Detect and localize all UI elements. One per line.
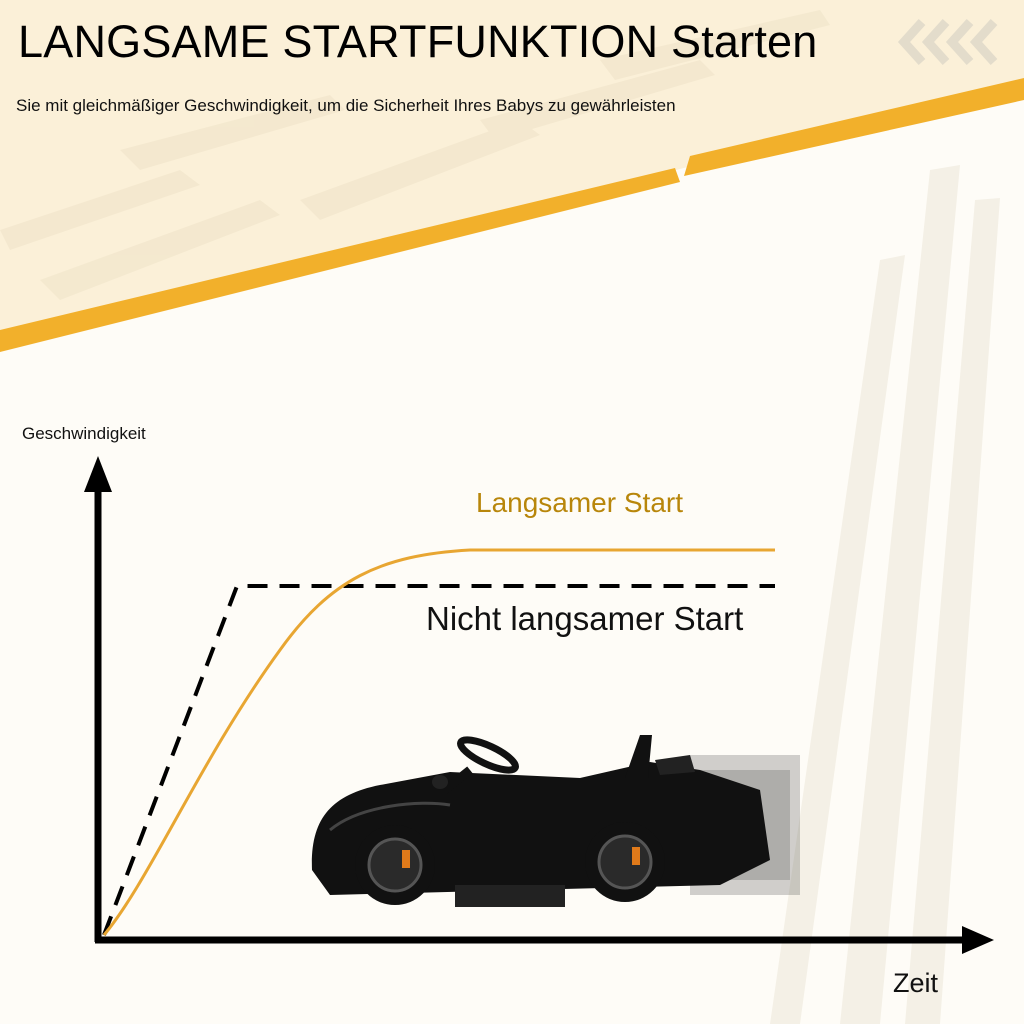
- side-mirror: [432, 775, 448, 789]
- chevron-left-icon: [897, 18, 998, 66]
- y-axis-label: Geschwindigkeit: [22, 424, 146, 443]
- curve-langsamer-start: [102, 548, 775, 936]
- accent-stripe-right: [684, 78, 1024, 176]
- accent-stripe: [0, 168, 680, 352]
- tire-track-pattern-right: [770, 165, 1000, 1024]
- steering-wheel: [457, 736, 519, 774]
- page-title: LANGSAME STARTFUNKTION Starten: [18, 16, 818, 67]
- y-axis-arrowhead: [84, 456, 112, 492]
- slow-start-label: Langsamer Start: [476, 487, 683, 518]
- car-highlight: [329, 801, 451, 832]
- page-subtitle: Sie mit gleichmäßiger Geschwindigkeit, u…: [16, 96, 676, 115]
- car-seat-back: [625, 735, 652, 778]
- x-axis-label: Zeit: [893, 968, 939, 998]
- no-slow-start-label: Nicht langsamer Start: [426, 600, 744, 637]
- car-footboard: [455, 885, 565, 907]
- steering-column: [442, 766, 473, 794]
- header-band: [0, 0, 1024, 345]
- tire-track-pattern: [0, 10, 830, 300]
- front-wheel: [355, 825, 435, 905]
- rear-wheel: [585, 822, 665, 902]
- x-axis-arrowhead: [962, 926, 994, 954]
- car-spoiler: [655, 755, 695, 775]
